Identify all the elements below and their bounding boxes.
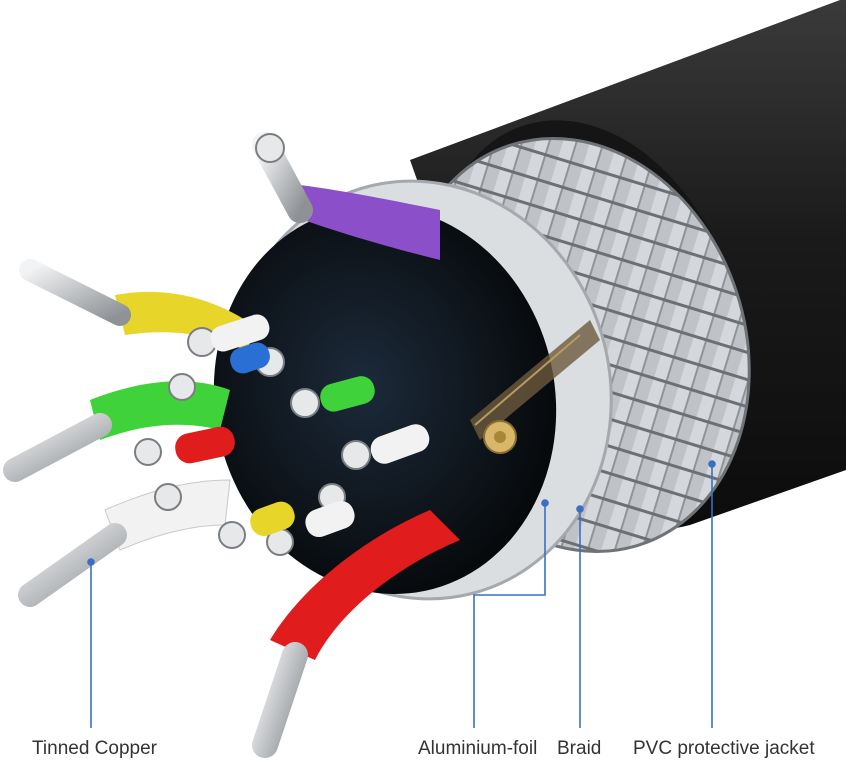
- label-pvc-jacket: PVC protective jacket: [633, 738, 815, 759]
- drain-wire: [483, 420, 517, 454]
- white-wire: [18, 479, 231, 607]
- cable-core: [213, 206, 600, 594]
- label-braid: Braid: [557, 738, 602, 759]
- label-aluminium-foil: Aluminium-foil: [418, 738, 538, 759]
- green-wire: [3, 381, 230, 482]
- purple-wire: [252, 132, 440, 260]
- leader-lines: [87, 460, 716, 728]
- inner-conductors: [134, 314, 430, 556]
- red-wire: [252, 510, 460, 758]
- leader-aluminium-foil: [473, 503, 546, 728]
- label-tinned-copper: Tinned Copper: [32, 738, 157, 759]
